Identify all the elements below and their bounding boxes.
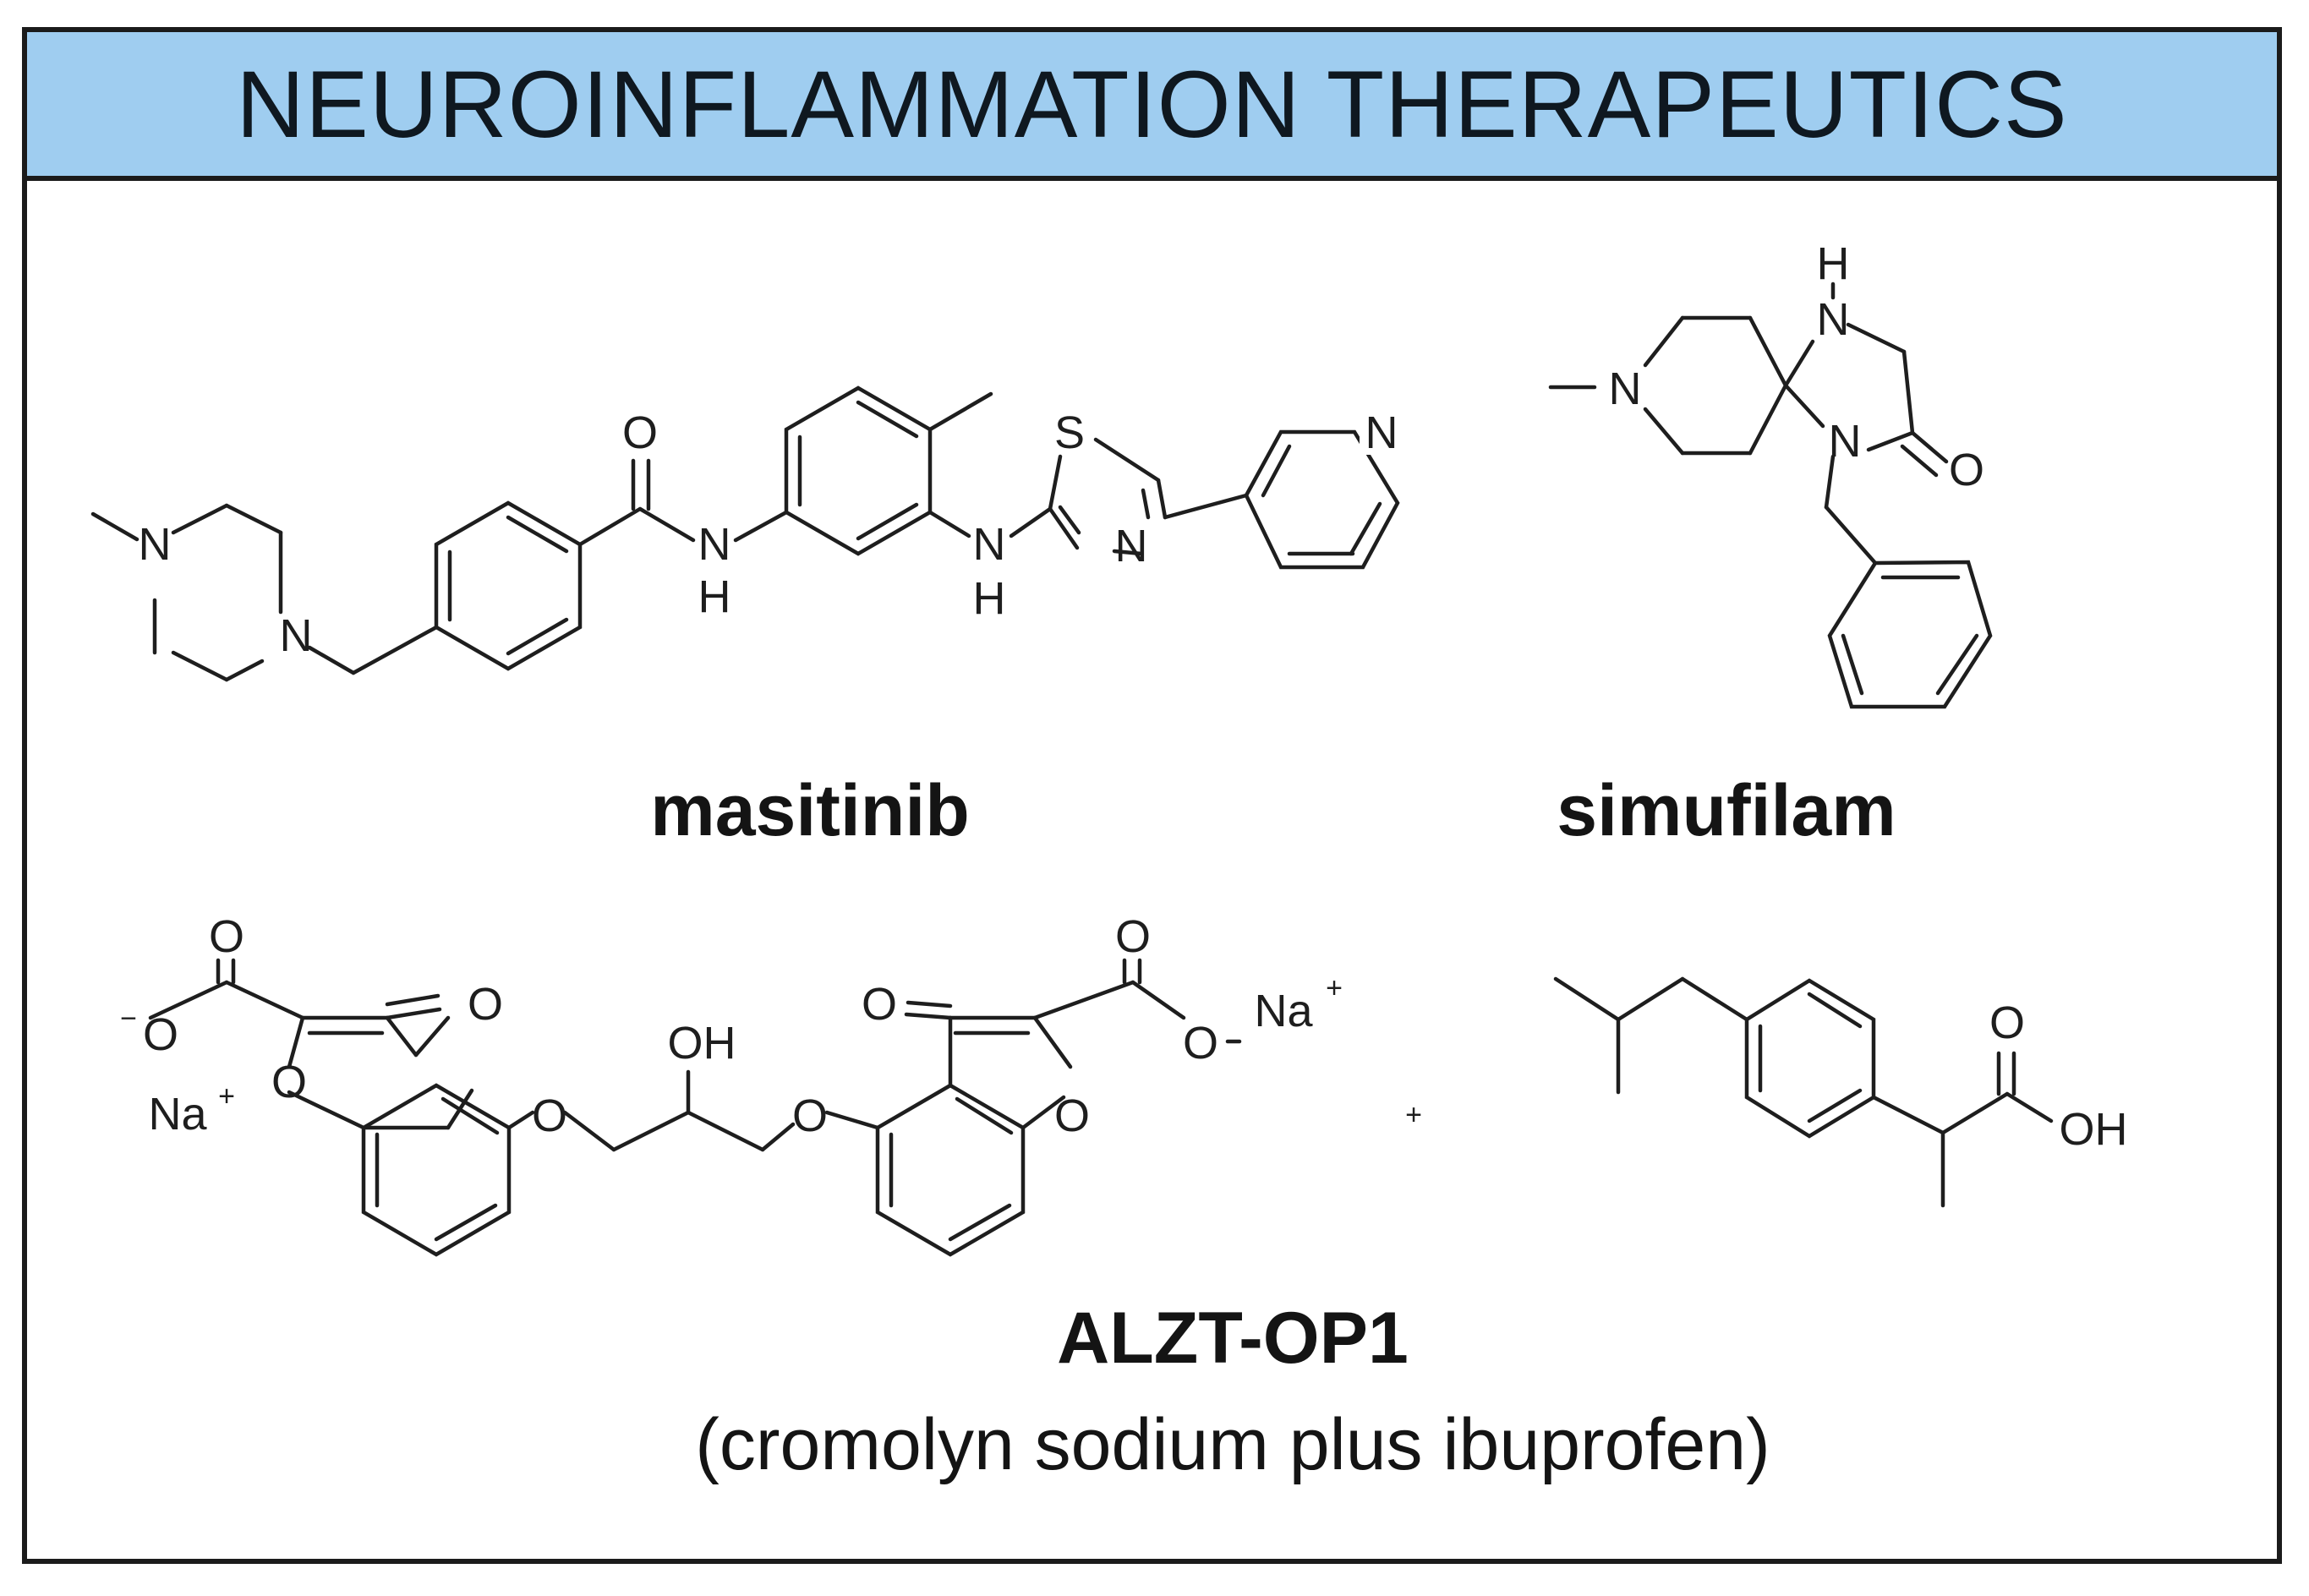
positive-charge: +	[218, 1080, 235, 1112]
nitrogen-atom: N	[973, 519, 1006, 570]
nitrogen-atom: N	[139, 519, 172, 570]
ibuprofen-structure: O OH	[1553, 976, 2128, 1208]
oxygen-atom: O	[862, 979, 897, 1030]
oxygen-atom: O	[1054, 1090, 1090, 1141]
nitrogen-atom: N	[280, 610, 313, 661]
positive-charge: +	[1326, 972, 1343, 1004]
sodium-ion: Na	[148, 1089, 207, 1140]
nitrogen-atom: N	[1115, 521, 1148, 571]
alzt-op1-description: (cromolyn sodium plus ibuprofen)	[695, 1404, 1770, 1485]
cromolyn-structure: O O − O O Na + O OH O O O O O Na +	[120, 911, 1343, 1257]
hydroxyl-group: OH	[2060, 1104, 2128, 1155]
sodium-ion: Na	[1254, 986, 1313, 1036]
oxygen-atom: O	[1183, 1018, 1218, 1069]
negative-charge: −	[120, 1003, 137, 1035]
simufilam-label: simufilam	[1557, 770, 1896, 851]
hydrogen-atom: H	[1817, 238, 1850, 289]
sulfur-atom: S	[1054, 407, 1085, 458]
nitrogen-atom: N	[1829, 416, 1862, 467]
hydroxyl-group: OH	[668, 1018, 736, 1069]
nitrogen-atom: N	[698, 519, 731, 570]
alzt-op1-label: ALZT-OP1	[1057, 1298, 1409, 1379]
oxygen-atom: O	[792, 1090, 828, 1141]
oxygen-atom: O	[271, 1057, 307, 1107]
figure-frame: NEUROINFLAMMATION THERAPEUTICS	[22, 27, 2282, 1564]
hydrogen-atom: H	[973, 573, 1006, 624]
oxygen-atom: O	[209, 911, 244, 962]
nitrogen-atom: N	[1817, 294, 1850, 345]
oxygen-atom: O	[622, 407, 658, 458]
title-banner: NEUROINFLAMMATION THERAPEUTICS	[27, 32, 2277, 181]
nitrogen-atom: N	[1365, 407, 1398, 458]
oxygen-atom: O	[143, 1009, 178, 1060]
oxygen-atom: O	[1115, 911, 1151, 962]
masitinib-label: masitinib	[650, 770, 970, 851]
masitinib-structure: N N O N H N H S N N	[90, 385, 1403, 682]
simufilam-structure: N N H N O	[1548, 238, 1993, 709]
oxygen-atom: O	[1989, 998, 2025, 1048]
oxygen-atom: O	[468, 979, 503, 1030]
oxygen-atom: O	[532, 1090, 567, 1141]
figure-title: NEUROINFLAMMATION THERAPEUTICS	[236, 51, 2068, 157]
hydrogen-atom: H	[698, 571, 731, 622]
mixture-plus-sign: +	[1405, 1099, 1422, 1131]
oxygen-atom: O	[1949, 445, 1984, 495]
nitrogen-atom: N	[1609, 363, 1642, 414]
